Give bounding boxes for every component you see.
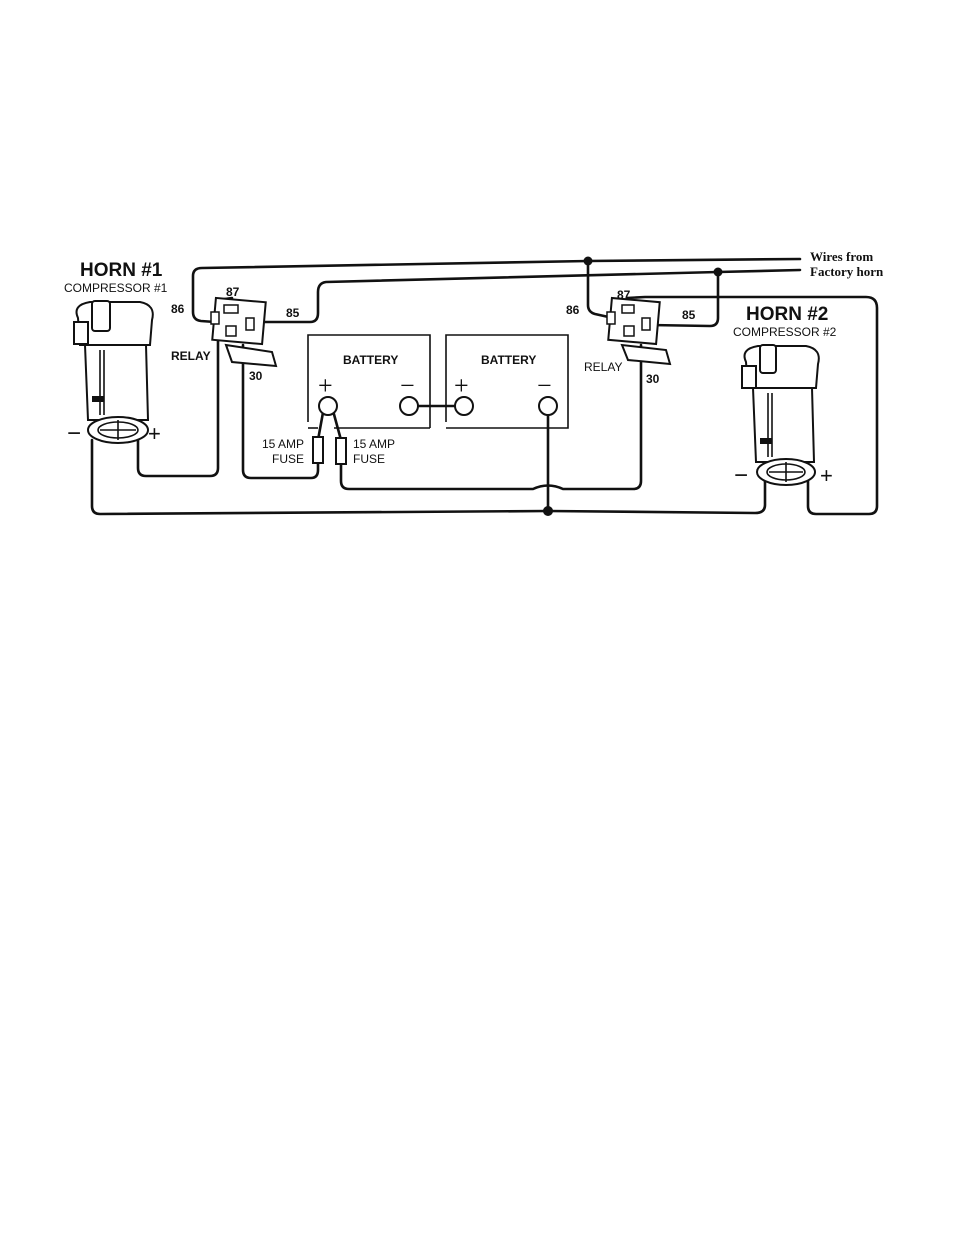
factory-wires-line2: Factory horn bbox=[810, 264, 884, 279]
battery2-label: BATTERY bbox=[481, 353, 536, 367]
relay2-pin30: 30 bbox=[646, 372, 660, 386]
fuse-icon bbox=[336, 438, 346, 464]
fuse1-line2: FUSE bbox=[272, 452, 304, 466]
horn2-title: HORN #2 bbox=[746, 304, 828, 325]
relay1-pin30: 30 bbox=[249, 369, 263, 383]
relay2: 86 87 85 30 RELAY bbox=[566, 288, 696, 386]
relay1: 86 87 85 30 RELAY bbox=[171, 285, 300, 383]
air-compressor-icon bbox=[74, 301, 153, 443]
relay2-pin85: 85 bbox=[682, 308, 696, 322]
battery1-minus: − bbox=[400, 371, 415, 400]
relay1-pin87: 87 bbox=[226, 285, 240, 299]
fuse2-line2: FUSE bbox=[353, 452, 385, 466]
battery1: BATTERY + − bbox=[308, 335, 430, 428]
relay2-label: RELAY bbox=[584, 360, 622, 374]
relay-icon bbox=[607, 298, 670, 364]
wire-junction-relay2-86 bbox=[588, 261, 613, 318]
junction-dot bbox=[584, 257, 593, 266]
battery2-minus: − bbox=[537, 371, 552, 400]
relay2-pin86: 86 bbox=[566, 303, 580, 317]
battery1-negative-terminal bbox=[400, 397, 418, 415]
relay1-label: RELAY bbox=[171, 349, 211, 363]
ground-junction-dot bbox=[543, 506, 553, 516]
horn1-plus-label: + bbox=[148, 421, 161, 446]
horn1-minus-label: − bbox=[67, 420, 81, 447]
battery2-positive-terminal bbox=[455, 397, 473, 415]
battery1-positive-terminal bbox=[319, 397, 337, 415]
fuse2-line1: 15 AMP bbox=[353, 437, 395, 451]
horn2-compressor: HORN #2 COMPRESSOR #2 − + bbox=[733, 304, 837, 489]
relay2-pin87: 87 bbox=[617, 288, 631, 302]
battery2: BATTERY + − bbox=[446, 335, 568, 428]
junction-dot bbox=[714, 268, 723, 277]
horn1-title: HORN #1 bbox=[80, 260, 163, 281]
battery2-negative-terminal bbox=[539, 397, 557, 415]
wire-factory-86 bbox=[193, 259, 800, 322]
relay-icon bbox=[211, 298, 276, 366]
factory-wires-line1: Wires from bbox=[810, 249, 873, 264]
battery1-label: BATTERY bbox=[343, 353, 398, 367]
air-compressor-icon bbox=[742, 345, 819, 485]
fuse1: 15 AMP FUSE bbox=[262, 437, 323, 466]
fuse2: 15 AMP FUSE bbox=[336, 437, 395, 466]
fuse-icon bbox=[313, 437, 323, 463]
horn1-compressor: HORN #1 COMPRESSOR #1 − + bbox=[64, 260, 168, 447]
horn1-subtitle: COMPRESSOR #1 bbox=[64, 281, 168, 295]
battery2-plus: + bbox=[454, 371, 469, 400]
horn2-minus-label: − bbox=[734, 462, 748, 489]
fuse1-line1: 15 AMP bbox=[262, 437, 304, 451]
battery1-plus: + bbox=[318, 371, 333, 400]
relay1-pin85: 85 bbox=[286, 306, 300, 320]
horn2-plus-label: + bbox=[820, 463, 833, 488]
horn2-subtitle: COMPRESSOR #2 bbox=[733, 325, 837, 339]
relay1-pin86: 86 bbox=[171, 302, 185, 316]
